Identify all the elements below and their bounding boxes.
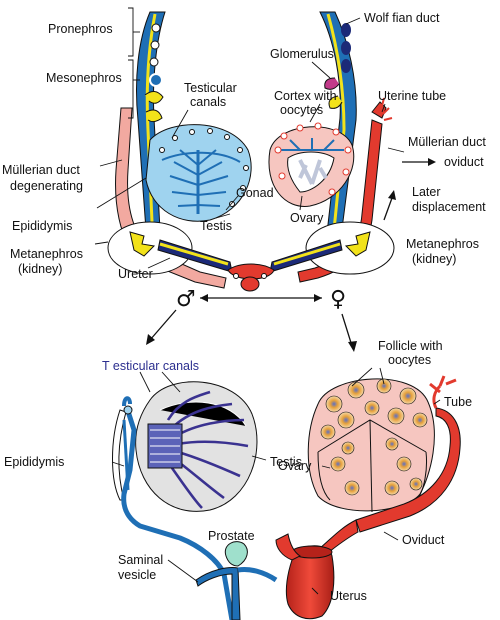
top-ovary bbox=[268, 122, 355, 207]
label-mesonephros: Mesonephros bbox=[46, 71, 122, 85]
label-ureter: Ureter bbox=[118, 267, 153, 281]
label-follicle-1: Follicle with bbox=[378, 339, 443, 353]
urogenital-sinus bbox=[227, 263, 275, 292]
label-saminal-2: vesicle bbox=[118, 568, 156, 582]
label-ovary-top: Ovary bbox=[290, 211, 324, 225]
label-metanephros-left-2: (kidney) bbox=[18, 262, 62, 276]
label-testicular-canals-2: canals bbox=[190, 95, 226, 109]
label-testis-bottom: Testis bbox=[270, 455, 302, 469]
label-mullerian-oviduct-1: Müllerian duct bbox=[408, 135, 486, 149]
label-testicular-canals-1: Testicular bbox=[184, 81, 237, 95]
top-right-leaders bbox=[299, 17, 436, 221]
label-glomerulus: Glomerulus bbox=[270, 47, 334, 61]
left-metanephros bbox=[107, 221, 233, 275]
bottom-right-leaders bbox=[311, 367, 441, 595]
label-pronephros: Pronephros bbox=[48, 22, 113, 36]
label-metanephros-left-1: Metanephros bbox=[10, 247, 83, 261]
label-uterus: Uterus bbox=[330, 589, 367, 603]
top-left-leaders bbox=[94, 7, 239, 269]
bottom-ovary-diagram bbox=[275, 375, 461, 620]
label-cortex-1: Cortex with bbox=[274, 89, 337, 103]
label-oviduct: Oviduct bbox=[402, 533, 445, 547]
female-symbol: ♀ bbox=[330, 287, 346, 312]
label-tube: Tube bbox=[444, 395, 472, 409]
label-wolffian-duct: Wolf fian duct bbox=[364, 11, 440, 25]
label-mullerian-degenerating-2: degenerating bbox=[10, 179, 83, 193]
label-epididymis-top: Epididymis bbox=[12, 219, 72, 233]
right-metanephros bbox=[269, 221, 395, 275]
label-follicle-2: oocytes bbox=[388, 353, 431, 367]
label-prostate: Prostate bbox=[208, 529, 255, 543]
label-epididymis-bottom: Epididymis bbox=[4, 455, 64, 469]
label-ovary-bottom: Ovary bbox=[278, 459, 312, 473]
label-mullerian-oviduct-2: oviduct bbox=[444, 155, 484, 169]
bottom-left-leaders bbox=[111, 371, 267, 583]
left-mesonephric-column bbox=[136, 11, 166, 231]
label-mullerian-degenerating-1: Müllerian duct bbox=[2, 163, 80, 177]
label-testicular-canals-bottom: T esticular canals bbox=[102, 359, 199, 373]
bottom-testis-diagram bbox=[112, 381, 278, 620]
label-testis-top: Testis bbox=[200, 219, 232, 233]
label-metanephros-right-1: Metanephros bbox=[406, 237, 479, 251]
male-symbol: ♂ bbox=[176, 287, 196, 312]
label-saminal-1: Saminal bbox=[118, 553, 163, 567]
top-testis bbox=[145, 124, 252, 222]
label-cortex-2: oocytes bbox=[280, 103, 323, 117]
label-metanephros-right-2: (kidney) bbox=[412, 252, 456, 266]
label-gonad: Gonad bbox=[236, 186, 274, 200]
label-later-1: Later bbox=[412, 185, 441, 199]
label-uterine-tube: Uterine tube bbox=[378, 89, 446, 103]
sex-differentiation-arrows: ♂ ♀ bbox=[146, 287, 357, 352]
label-later-2: displacement bbox=[412, 200, 486, 214]
